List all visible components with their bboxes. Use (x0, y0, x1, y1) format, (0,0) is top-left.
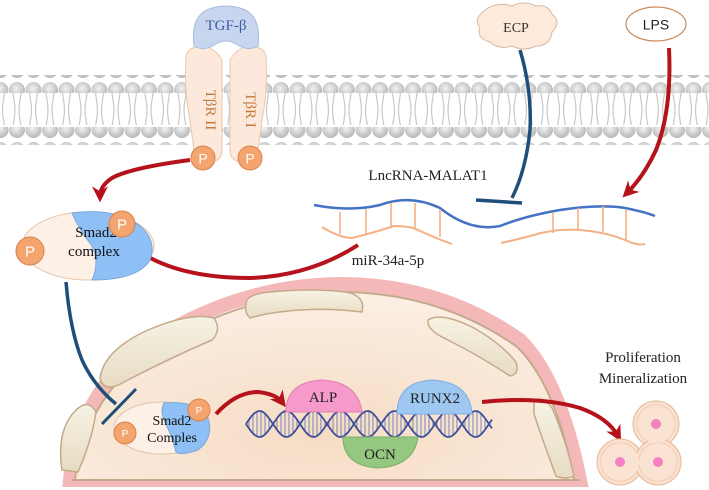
lipid-heads-outer (0, 75, 709, 93)
gene-to-outcome-arrow (481, 398, 622, 442)
alp-label: ALP (309, 390, 337, 406)
mirna-to-smad-arrow (134, 243, 360, 281)
cell-nucleus (651, 419, 661, 429)
ecp-label: ECP (503, 21, 529, 36)
alp-shape (285, 379, 363, 413)
mirna-label: miR-34a-5p (352, 253, 425, 269)
receptor-tbr2-label: TβR II (202, 90, 218, 131)
ocn-label: OCN (364, 447, 396, 463)
cell-nucleus (615, 457, 625, 467)
envelope-plate (59, 403, 97, 473)
proliferating-cells (596, 400, 682, 486)
cell-membrane (0, 75, 709, 145)
svg-text:P: P (25, 244, 35, 261)
svg-text:P: P (122, 429, 129, 440)
gene-alp: ALP (285, 379, 363, 413)
phospho-group: P (113, 421, 137, 445)
phospho-group: P (108, 210, 136, 238)
lps-oval (625, 6, 687, 42)
svg-text:P: P (198, 151, 207, 167)
smad2-nuclear-line2: Comples (147, 431, 197, 446)
smad-inhibition-bar (100, 387, 138, 426)
tgf-beta-receptor-complex: TβR II TβR I TGF-β P P (185, 5, 267, 171)
gene-runx2: RUNX2 (396, 379, 473, 415)
lncrna-mirna-duplex: LncRNA-MALAT1 miR-34a-5p (313, 168, 656, 269)
smad-inhibition-line (64, 281, 118, 406)
receptor-tbr1-label: TβR I (242, 92, 258, 128)
ecp-stimulus: ECP (475, 2, 558, 205)
envelope-plate (99, 315, 219, 388)
ecp-inhibition-bar (475, 198, 523, 205)
lps-stimulus: LPS (622, 6, 687, 198)
runx2-label: RUNX2 (410, 391, 460, 407)
envelope-plate (427, 316, 518, 377)
envelope-plate (244, 289, 364, 319)
tgf-beta-label: TGF-β (206, 18, 247, 34)
lncrna-malat1-strand (313, 199, 656, 229)
base-pairs (339, 203, 627, 240)
smad2-nuclear-line1: Smad2 (153, 414, 192, 429)
lipid-heads-inner (0, 127, 709, 145)
lps-activation-arrow (622, 47, 672, 198)
dna-strand-1 (245, 410, 493, 438)
phospho-group: P (237, 145, 263, 171)
ocn-shape (342, 436, 419, 469)
svg-text:P: P (196, 406, 203, 417)
smad2-complex-line2: complex (68, 244, 120, 260)
tgf-beta-ligand (192, 5, 260, 50)
smad2-complex-line1: Smad2 (75, 225, 117, 241)
phospho-group: P (187, 398, 211, 422)
mirna-strand-right (500, 228, 646, 246)
outcome-line1: Proliferation (605, 350, 681, 366)
lncrna-label: LncRNA-MALAT1 (368, 168, 487, 184)
gene-ocn: OCN (342, 436, 419, 469)
cell-nucleus (653, 457, 663, 467)
outcome-line2: Mineralization (599, 371, 688, 387)
runx2-shape (396, 379, 473, 415)
smad-to-gene-arrow (214, 389, 286, 416)
smad2-complex-cytoplasm: Smad2 complex P P (15, 210, 155, 281)
receptor-to-smad-arrow (92, 158, 191, 203)
phospho-group: P (190, 145, 216, 171)
phospho-group: P (15, 236, 45, 266)
svg-text:P: P (245, 151, 254, 167)
ecp-inhibition-line (510, 49, 533, 199)
svg-text:P: P (117, 217, 127, 234)
lps-label: LPS (643, 17, 669, 33)
ecp-cloud (476, 2, 558, 50)
smad2-complex-nucleus: Smad2 Comples P P (113, 398, 211, 455)
mirna-strand-left (321, 224, 453, 245)
